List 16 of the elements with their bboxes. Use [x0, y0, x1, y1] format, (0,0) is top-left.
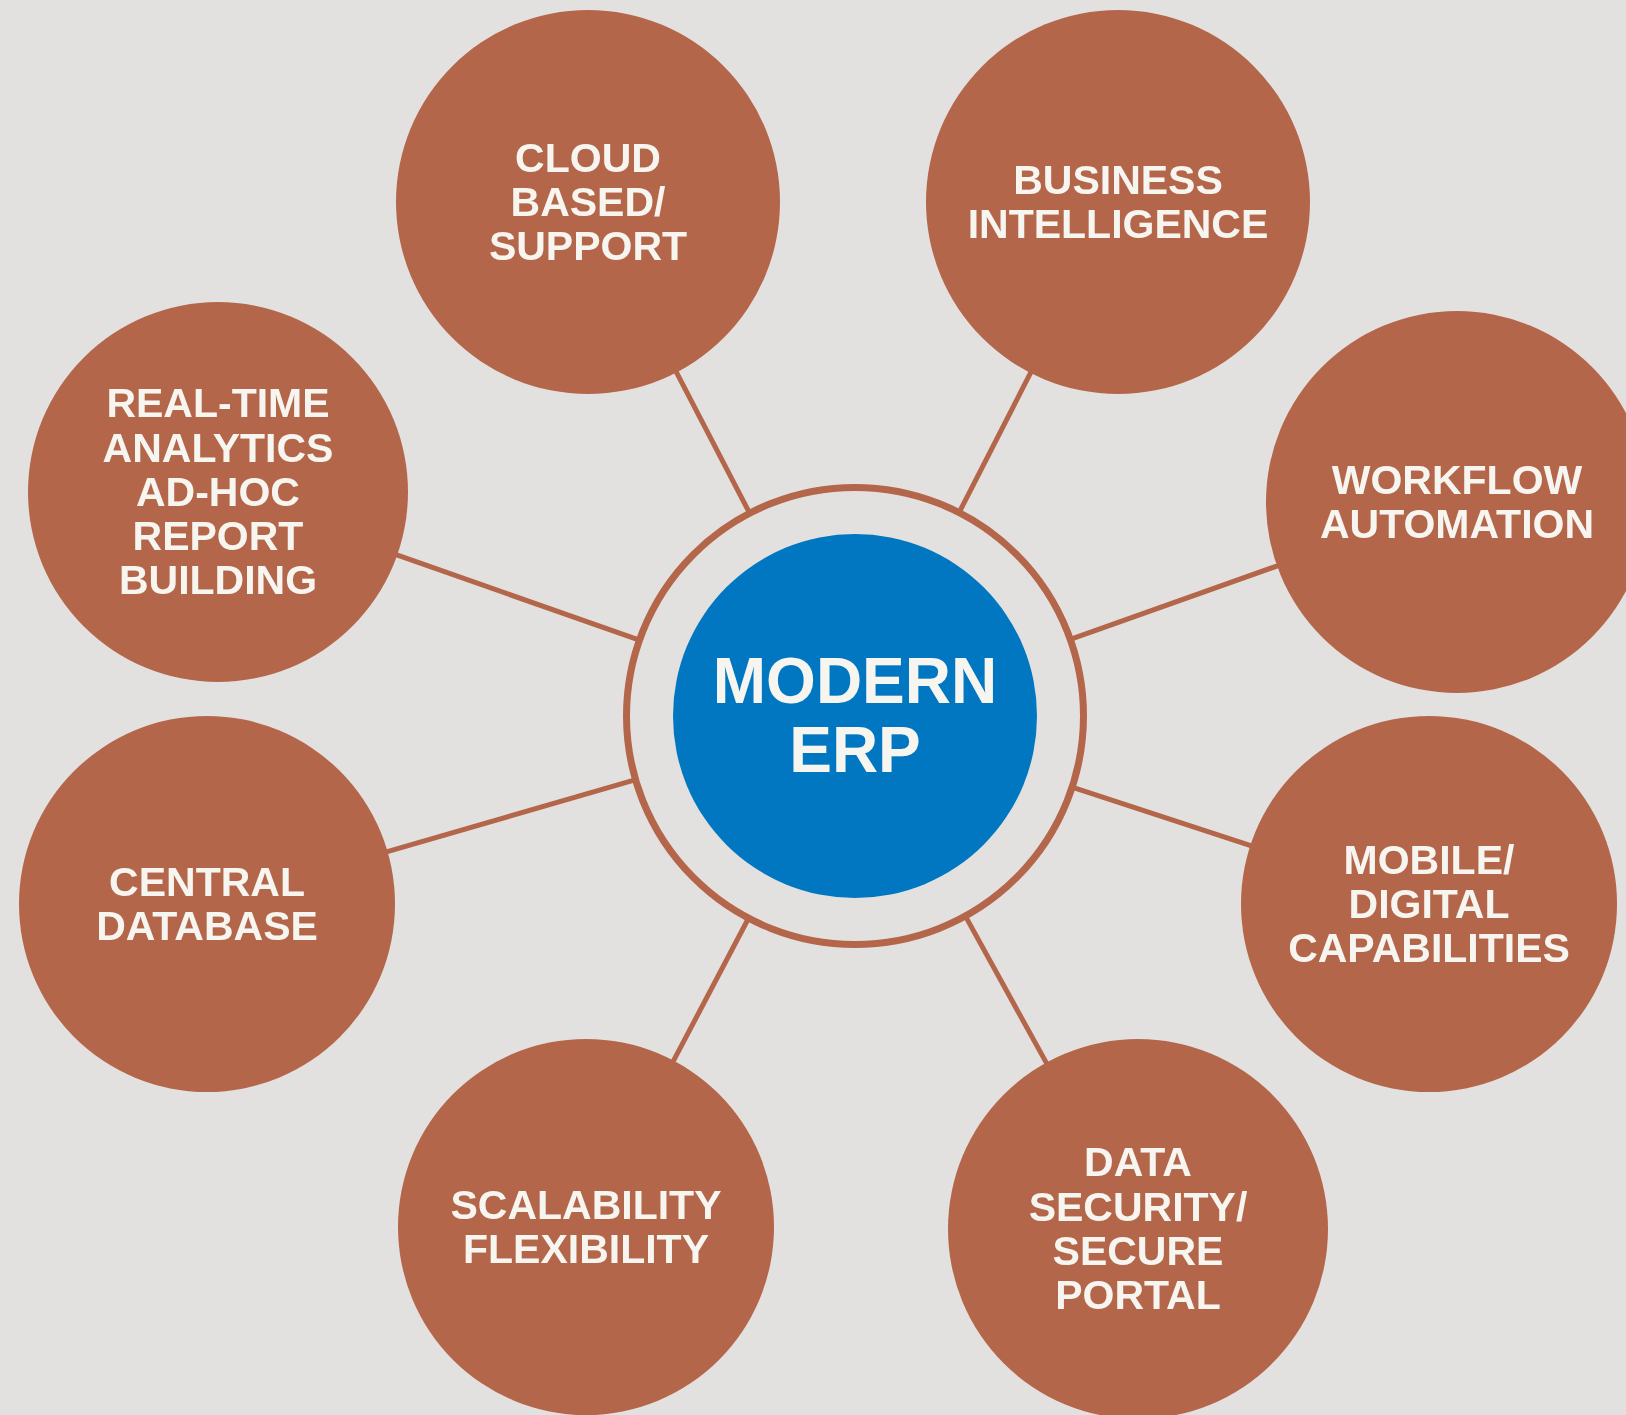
connector-line [957, 370, 1034, 513]
ringed-hub-circle [623, 484, 1087, 948]
connector-line [670, 918, 751, 1064]
connector-line [963, 916, 1050, 1066]
connector-line [1072, 785, 1253, 849]
feature-label: MOBILE/ DIGITAL CAPABILITIES [1287, 837, 1571, 971]
connector-line [394, 552, 639, 643]
feature-label: REAL-TIME ANALYTICS AD-HOC REPORT BUILDING [101, 381, 335, 603]
feature-label: DATA SECURITY/ SECURE PORTAL [1027, 1140, 1249, 1318]
connector-line [673, 369, 752, 514]
feature-label: BUSINESS INTELLIGENCE [966, 157, 1270, 247]
feature-label: CENTRAL DATABASE [95, 859, 319, 949]
feature-label: MODERN ERP [711, 646, 999, 786]
feature-label: WORKFLOW AUTOMATION [1318, 457, 1596, 547]
feature-label: SCALABILITY FLEXIBILITY [449, 1182, 723, 1272]
feature-label: CLOUD BASED/ SUPPORT [487, 135, 689, 269]
